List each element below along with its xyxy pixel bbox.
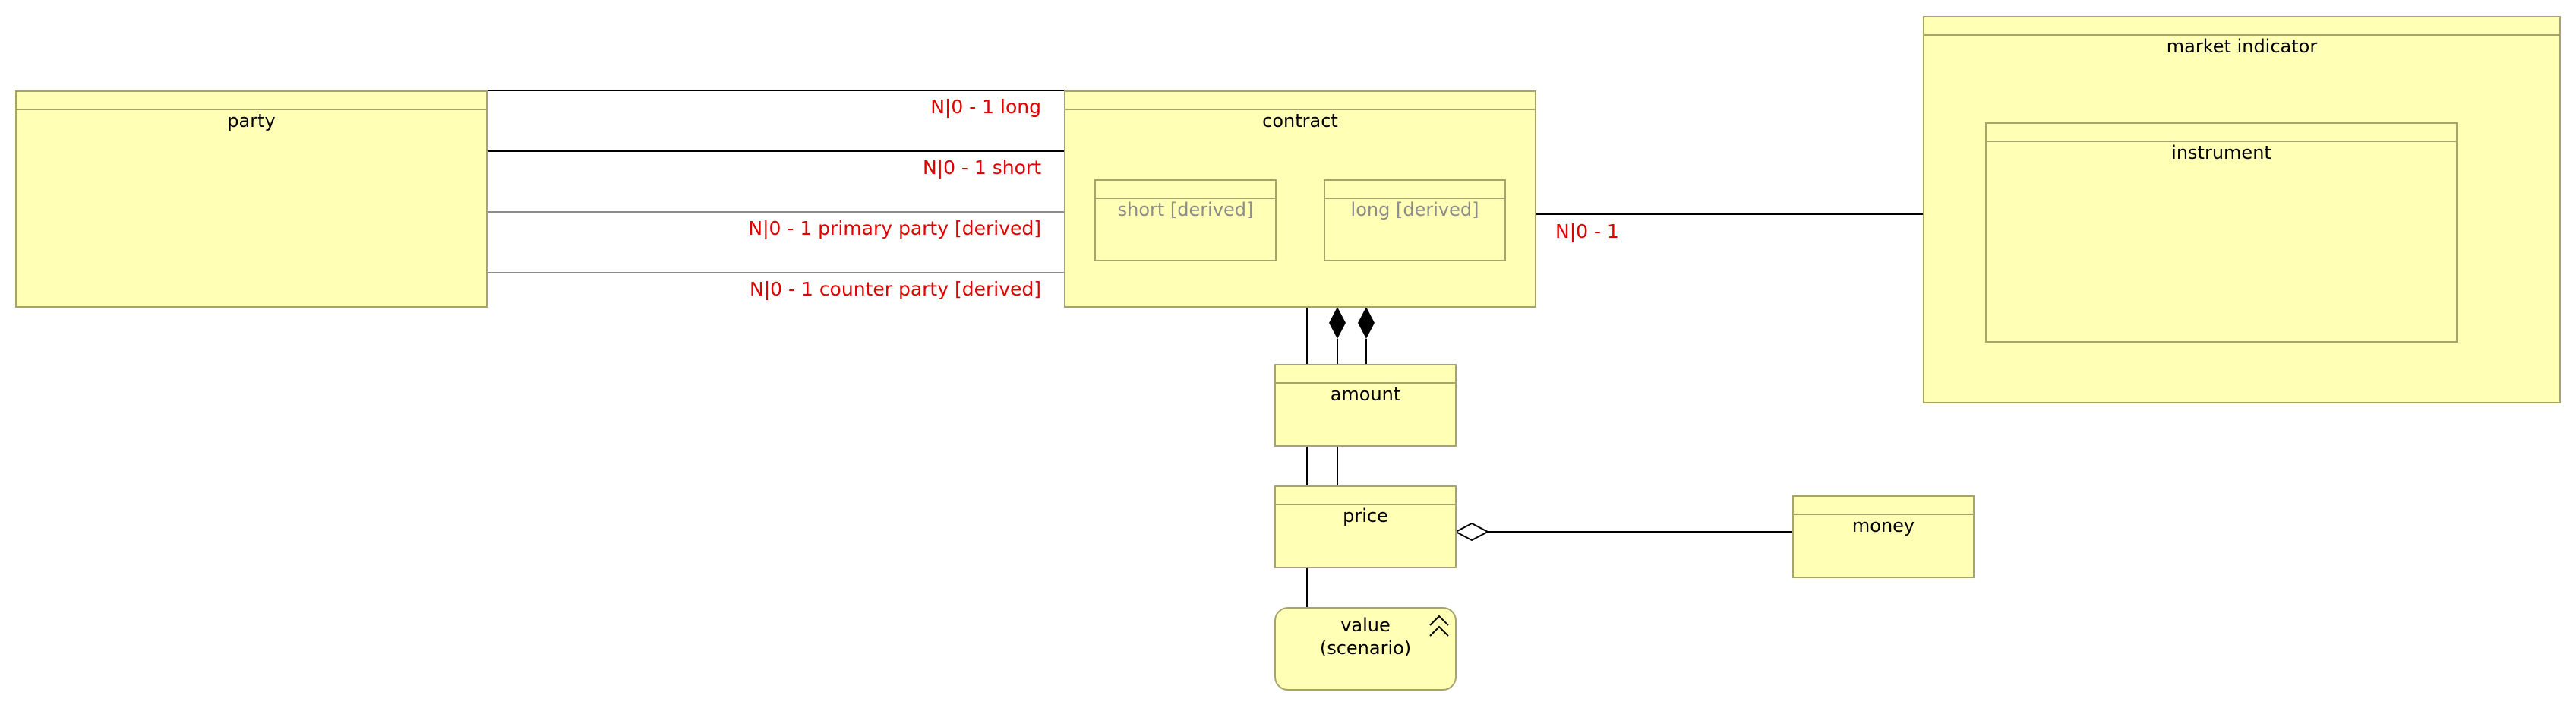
price-composition-diamond	[1329, 307, 1346, 339]
money-title: money	[1852, 515, 1915, 536]
contract-header	[1065, 92, 1535, 110]
price-title: price	[1343, 505, 1388, 526]
counter-party-relation-label: N|0 - 1 counter party [derived]	[750, 278, 1041, 300]
money-element[interactable]: money	[1792, 495, 1975, 578]
instrument-title: instrument	[2171, 142, 2271, 163]
market-indicator-title: market indicator	[2166, 36, 2318, 57]
primary-party-relation-label: N|0 - 1 primary party [derived]	[748, 217, 1041, 239]
long-derived-title: long [derived]	[1350, 199, 1479, 220]
market-indicator-relation-label: N|0 - 1	[1555, 220, 1619, 242]
party-element[interactable]: party	[15, 90, 488, 308]
long-derived-header	[1325, 181, 1504, 199]
contract-element[interactable]: contract short [derived] long [derived]	[1064, 90, 1536, 308]
amount-header	[1276, 365, 1455, 384]
long-relation-label: N|0 - 1 long	[930, 96, 1041, 118]
money-aggregation-diamond	[1454, 522, 1490, 542]
long-derived-element[interactable]: long [derived]	[1324, 179, 1506, 261]
price-element[interactable]: price	[1274, 485, 1457, 568]
market-indicator-element[interactable]: market indicator instrument	[1923, 16, 2561, 403]
value-subtitle: (scenario)	[1319, 637, 1412, 659]
value-scenario-element[interactable]: value (scenario)	[1274, 607, 1457, 691]
short-derived-element[interactable]: short [derived]	[1094, 179, 1277, 261]
contract-title: contract	[1262, 110, 1338, 131]
value-title: value	[1340, 615, 1391, 636]
amount-title: amount	[1330, 384, 1401, 405]
instrument-element[interactable]: instrument	[1985, 122, 2458, 343]
party-header	[17, 92, 486, 110]
amount-element[interactable]: amount	[1274, 364, 1457, 447]
amount-composition-diamond	[1358, 307, 1375, 339]
short-relation-label: N|0 - 1 short	[922, 156, 1041, 179]
short-derived-header	[1096, 181, 1275, 199]
scenario-chevron-icon	[1429, 615, 1449, 637]
market-indicator-header	[1924, 17, 2559, 36]
short-derived-title: short [derived]	[1117, 199, 1254, 220]
price-header	[1276, 487, 1455, 505]
money-header	[1794, 497, 1973, 515]
instrument-header	[1987, 124, 2456, 142]
party-title: party	[227, 110, 276, 131]
